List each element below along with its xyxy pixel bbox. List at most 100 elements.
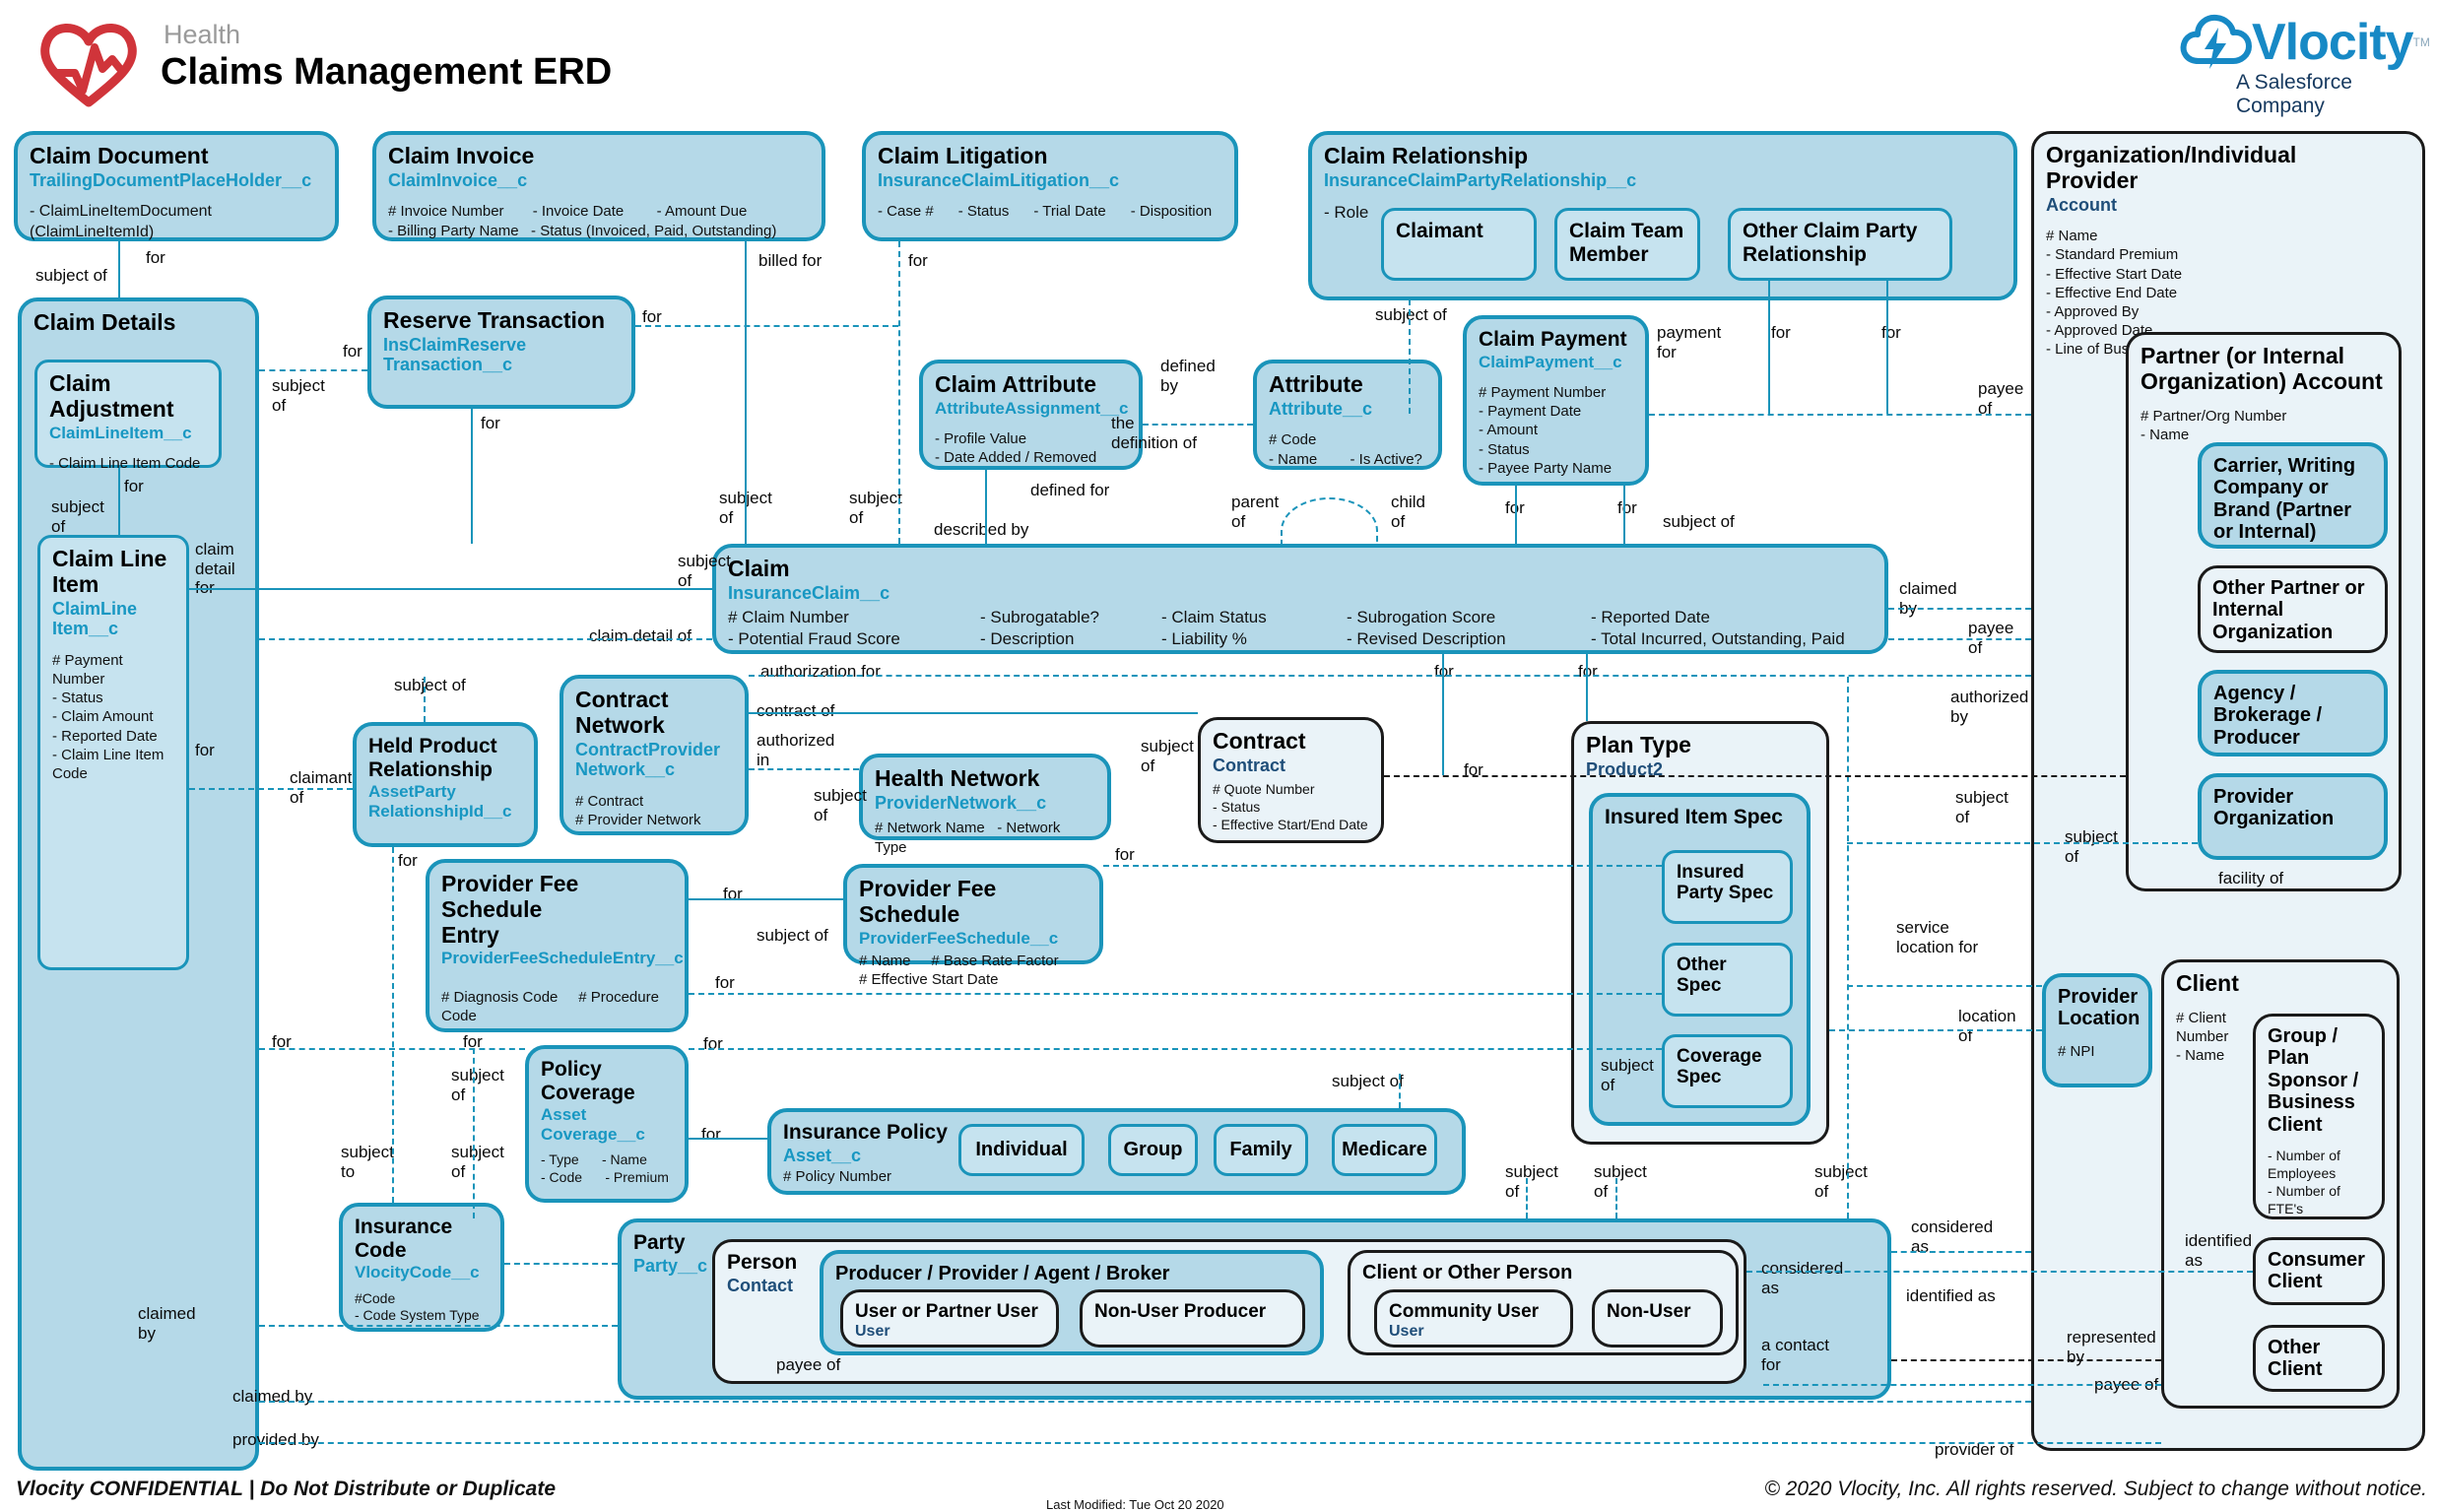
entity-attributes: #Code - Code System Type [355,1289,480,1324]
relationship-label: claimant of [290,768,353,807]
connector-line [985,470,987,544]
entity-attributes-column: # Claim Number - Potential Fraud Score [728,608,900,649]
relationship-label: provider of [1935,1440,2014,1459]
entity-non-user: Non-User [1592,1289,1723,1348]
relationship-label: subject of [678,552,731,590]
entity-title: Agency / Brokerage / Producer [2213,683,2323,749]
relationship-label: for [642,307,662,326]
connector-line [1768,281,1770,414]
connector-line [118,241,120,297]
entity-title: Client or Other Person [1362,1262,1573,1283]
entity-title: Claimant [1396,220,1483,242]
entity-claimant: Claimant [1381,208,1537,281]
relationship-label: subject of [849,489,902,527]
relationship-label: for [398,851,418,870]
entity-title: Medicare [1342,1139,1427,1161]
entity-attributes: - Claim Line Item Code [49,455,201,473]
connector-line [259,638,712,640]
entity-attributes: # Quote Number - Status - Effective Star… [1213,781,1368,833]
entity-insured-party-spec: Insured Party Spec [1662,850,1793,924]
relationship-label: for [723,885,743,903]
entity-api-name: ProviderNetwork__c [875,792,1047,813]
connector-line [1384,775,2126,777]
relationship-label: subject of [1594,1162,1647,1201]
entity-title: Policy Coverage [541,1058,635,1104]
entity-title: Claim Line Item [52,546,167,597]
entity-title: Organization/Individual Provider [2046,142,2297,193]
entity-policy-group: Group [1108,1124,1198,1176]
entity-api-name: InsuranceClaim__c [728,582,890,603]
connector-line [1103,865,1662,867]
entity-attributes: # NPI [2058,1042,2095,1060]
entity-attributes: - Role [1324,203,1369,223]
relationship-label: for [463,1032,483,1051]
entity-carrier-writing-company: Carrier, Writing Company or Brand (Partn… [2198,442,2388,549]
connector-line [898,241,900,544]
relationship-label: subject of [1375,305,1447,324]
entity-title: Non-User [1607,1301,1691,1322]
entity-title: Other Partner or Internal Organization [2212,577,2365,643]
connector-line [259,369,367,371]
entity-title: Claim Team Member [1569,220,1684,266]
entity-title: Consumer Client [2268,1249,2365,1293]
entity-title: Claim Litigation [878,143,1048,168]
connector-line [689,898,843,900]
entity-title: Coverage Spec [1677,1046,1762,1088]
entity-title: Other Spec [1677,954,1727,997]
entity-group-plan-sponsor-business-client: Group / Plan Sponsor / Business Client- … [2253,1014,2385,1219]
entity-title: Individual [975,1139,1068,1161]
entity-title: Carrier, Writing Company or Brand (Partn… [2213,455,2356,544]
connector-line [1623,486,1625,544]
relationship-label: considered as [1761,1259,1844,1297]
entity-attributes: # Partner/Org Number - Name [2141,407,2287,443]
connector-line [1442,654,1444,775]
entity-title: Client [2176,970,2239,996]
entity-title: Family [1229,1139,1292,1161]
entity-title: Partner (or Internal Organization) Accou… [2141,343,2383,394]
entity-title: Provider Fee Schedule [859,876,997,927]
relationship-label: authorized in [757,731,835,769]
relationship-label: provided by [232,1430,319,1449]
entity-title: Group [1123,1139,1183,1161]
entity-api-name: ClaimInvoice__c [388,169,528,190]
entity-api-name: Party__c [633,1255,708,1276]
footer-last-modified: Last Modified: Tue Oct 20 2020 [1046,1497,1224,1512]
relationship-label: for [1617,498,1637,517]
relationship-label: subject of [757,926,828,945]
relationship-label: subject of [1332,1072,1404,1090]
entity-title: Claim Relationship [1324,143,1529,168]
entity-title: Plan Type [1586,732,1691,757]
relationship-label: subject of [2065,827,2118,866]
entity-title: Person [727,1251,798,1274]
health-heart-icon [40,24,137,107]
connector-line [471,409,473,544]
relationship-label: subject of [272,376,325,415]
entity-policy-medicare: Medicare [1332,1124,1437,1176]
connector-line [1847,985,2042,987]
connector-line [1847,677,1849,1218]
entity-provider-location: Provider Location# NPI [2042,973,2152,1087]
entity-api-name: ProviderFeeSchedule__c [859,928,1059,948]
entity-other-partner-org: Other Partner or Internal Organization [2198,565,2388,653]
relationship-label: claimed by [232,1387,313,1406]
entity-attributes: # Policy Number [783,1168,892,1186]
relationship-label: claimed by [138,1304,196,1343]
entity-title: Provider Organization [2213,786,2335,830]
entity-attributes: - ClaimLineItemDocument (ClaimLineItemId… [30,203,217,240]
connector-line [1763,1384,2161,1386]
entity-attributes: # Client Number - Name [2176,1009,2229,1065]
entity-api-name: ProviderFeeScheduleEntry__c [441,949,684,968]
connector-line [1409,299,1411,414]
connector-line [689,1048,1662,1050]
entity-non-user-producer: Non-User Producer [1080,1289,1305,1348]
entity-title: Provider Fee Schedule Entry [441,871,579,948]
entity-attributes-column: - Claim Status - Liability % [1161,608,1267,649]
entity-title: Insured Party Spec [1677,862,1774,904]
relationship-label: subject of [1814,1162,1868,1201]
